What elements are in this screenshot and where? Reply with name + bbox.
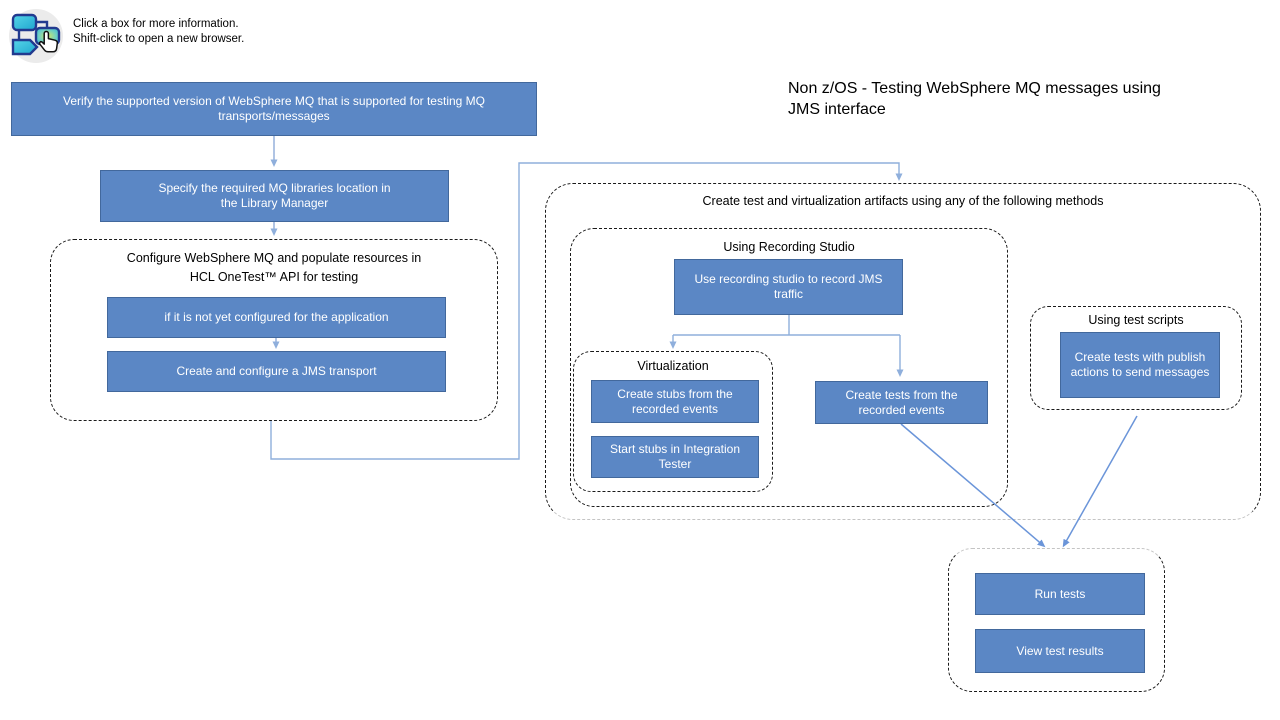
- node-view-test-results[interactable]: View test results: [975, 629, 1145, 673]
- node-start-stubs[interactable]: Start stubs in Integration Tester: [591, 436, 759, 478]
- group-test-scripts-title: Using test scripts: [1088, 313, 1184, 327]
- flowchart-hand-icon: [9, 9, 63, 63]
- legend-caption: Click a box for more information. Shift-…: [73, 18, 245, 45]
- group-recording-title: Using Recording Studio: [723, 240, 855, 254]
- group-results: [948, 548, 1165, 692]
- node-specify-mq-libraries[interactable]: Specify the required MQ libraries locati…: [100, 170, 449, 222]
- node-create-jms-transport[interactable]: Create and configure a JMS transport: [107, 351, 446, 392]
- node-create-tests-from-recorded[interactable]: Create tests from the recorded events: [815, 381, 988, 424]
- node-if-not-configured[interactable]: if it is not yet configured for the appl…: [107, 297, 446, 338]
- node-create-tests-publish[interactable]: Create tests with publish actions to sen…: [1060, 332, 1220, 398]
- page-title: Non z/OS - Testing WebSphere MQ messages…: [788, 80, 1161, 118]
- group-using-test-scripts: [1030, 306, 1242, 410]
- node-create-stubs[interactable]: Create stubs from the recorded events: [591, 380, 759, 423]
- group-artifacts-title: Create test and virtualization artifacts…: [702, 194, 1104, 208]
- node-verify-mq-version[interactable]: Verify the supported version of WebSpher…: [11, 82, 537, 136]
- group-configure-title: Configure WebSphere MQ and populate reso…: [126, 251, 422, 284]
- group-virtualization-title: Virtualization: [637, 359, 709, 373]
- node-record-jms-traffic[interactable]: Use recording studio to record JMS traff…: [674, 259, 903, 315]
- node-run-tests[interactable]: Run tests: [975, 573, 1145, 615]
